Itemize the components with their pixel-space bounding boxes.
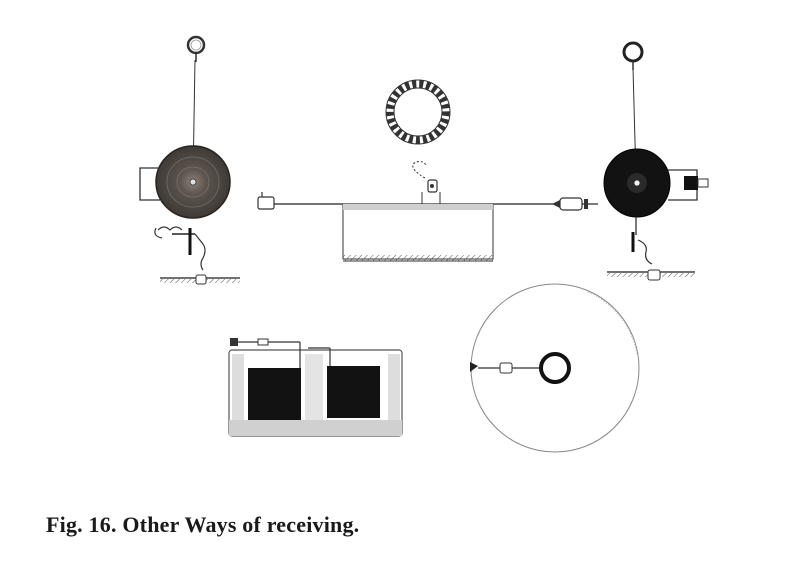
ring-antenna-icon (186, 35, 206, 62)
figure-caption: Fig. 16. Other Ways of receiving. (46, 512, 360, 537)
central-line (257, 160, 598, 211)
ground-icon (607, 269, 695, 281)
plate-box (342, 203, 494, 262)
right-connector (552, 197, 598, 211)
left-terminal (257, 196, 275, 210)
right-receiver (603, 41, 709, 281)
left-detector (154, 226, 206, 271)
toroid-coil-icon (385, 79, 451, 145)
left-side-loop (139, 167, 160, 201)
ring-antenna-icon (622, 41, 644, 70)
left-receiver (139, 35, 240, 285)
right-disc (603, 148, 671, 218)
double-block-plate (228, 338, 403, 437)
right-detector (631, 217, 653, 265)
large-circle-receiver (470, 283, 640, 453)
right-side-box (684, 176, 698, 190)
right-block (327, 366, 380, 418)
center-ring (539, 352, 571, 384)
left-disc (155, 145, 231, 219)
figure-diagram (139, 35, 709, 453)
central-detector-loop (412, 160, 428, 179)
edge-clip (470, 362, 478, 372)
left-block (248, 368, 301, 420)
ground-icon (160, 274, 240, 285)
